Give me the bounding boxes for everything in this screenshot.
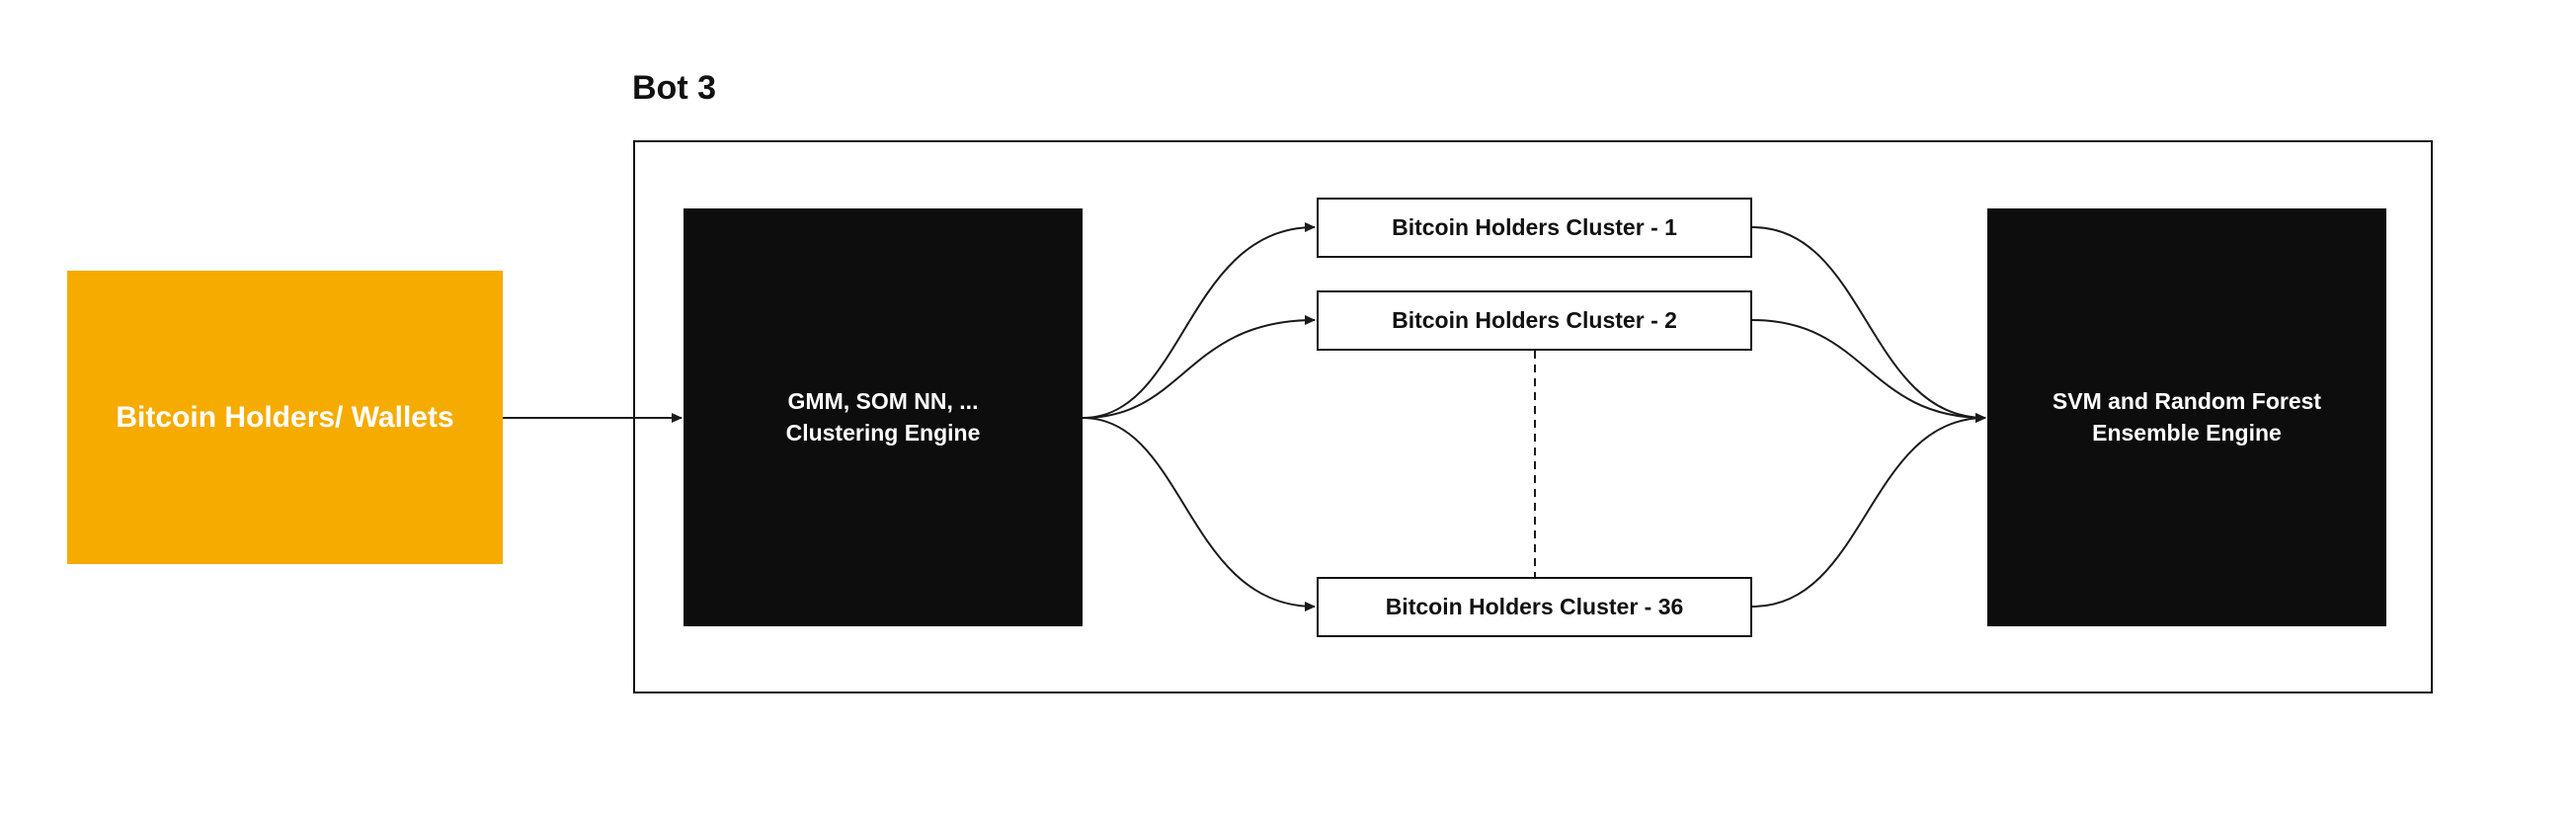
ensemble-engine-box: SVM and Random Forest Ensemble Engine xyxy=(1987,208,2386,626)
edge-cluster-2-to-ensemble xyxy=(1751,319,1986,423)
cluster-box-2: Bitcoin Holders Cluster - 2 xyxy=(1317,290,1752,351)
cluster-label-2: Bitcoin Holders Cluster - 2 xyxy=(1392,307,1677,333)
input-label: Bitcoin Holders/ Wallets xyxy=(116,400,454,434)
edge-clustering-to-cluster-2 xyxy=(1082,315,1316,419)
edge-clustering-to-cluster-36 xyxy=(1082,417,1316,611)
cluster-box-36: Bitcoin Holders Cluster - 36 xyxy=(1317,577,1752,637)
clustering-engine-box: GMM, SOM NN, ... Clustering Engine xyxy=(684,208,1083,626)
ensemble-engine-line2: Ensemble Engine xyxy=(2092,419,2282,446)
cluster-label-1: Bitcoin Holders Cluster - 1 xyxy=(1392,214,1677,240)
edge-clustering-to-cluster-1 xyxy=(1082,222,1316,419)
cluster-label-36: Bitcoin Holders Cluster - 36 xyxy=(1385,594,1684,619)
ensemble-engine-line1: SVM and Random Forest xyxy=(2052,388,2322,415)
clustering-engine-line2: Clustering Engine xyxy=(785,419,981,446)
diagram-title: Bot 3 xyxy=(632,69,716,107)
bitcoin-holders-wallets-box: Bitcoin Holders/ Wallets xyxy=(67,271,503,564)
edge-cluster-36-to-ensemble xyxy=(1751,413,1986,608)
clustering-engine-line1: GMM, SOM NN, ... xyxy=(787,388,979,415)
cluster-box-1: Bitcoin Holders Cluster - 1 xyxy=(1317,198,1752,258)
edge-cluster-1-to-ensemble xyxy=(1751,226,1986,423)
